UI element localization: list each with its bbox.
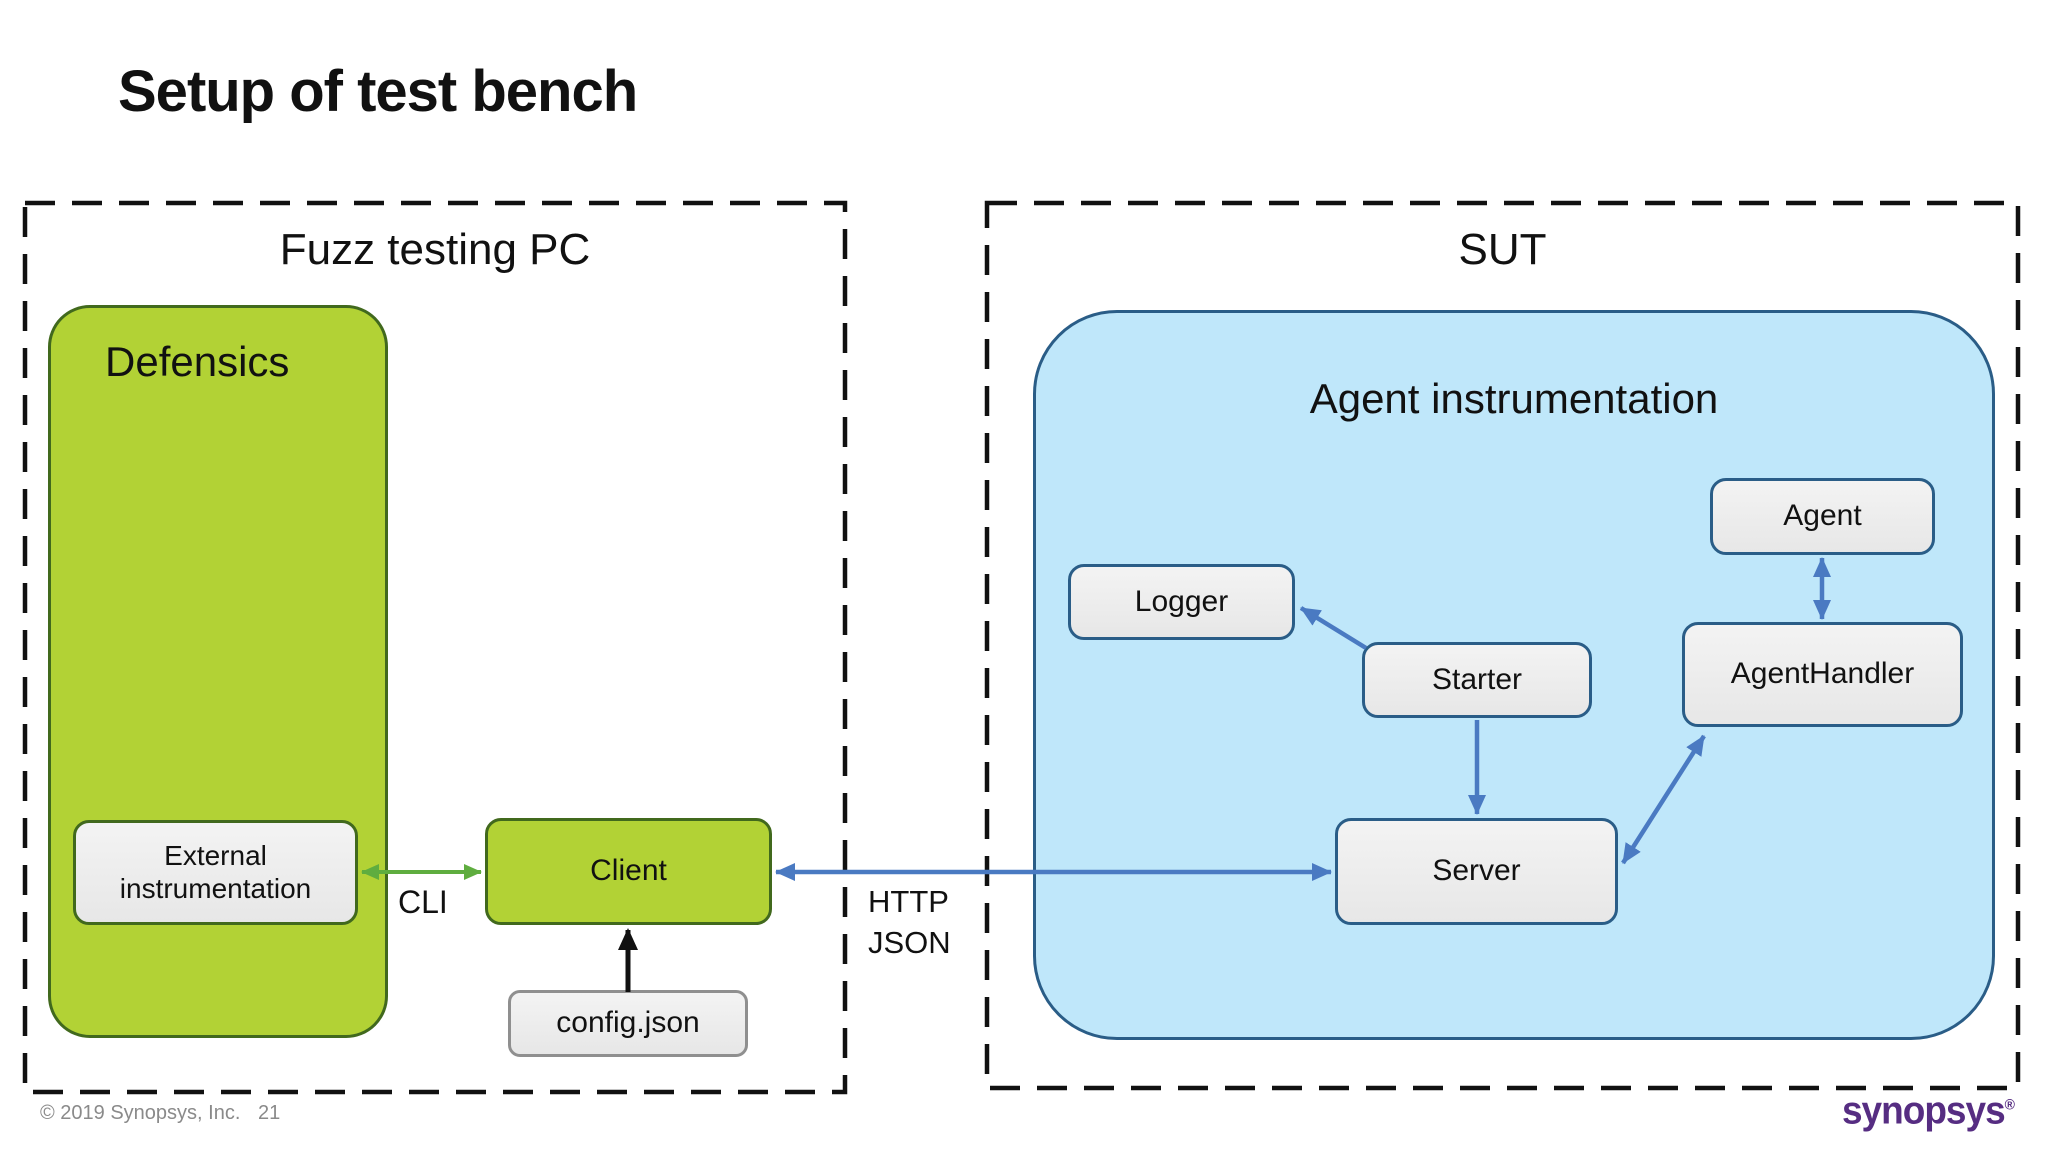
node-agent-handler: AgentHandler [1682, 622, 1963, 727]
synopsys-logo: synopsys® [1841, 1088, 2015, 1133]
footer-copyright: © 2019 Synopsys, Inc. [40, 1102, 241, 1124]
http-label: HTTP [868, 884, 949, 919]
cli-connection-label: CLI [398, 884, 448, 920]
footer-page-number: 21 [258, 1102, 281, 1124]
http-json-connection-label: HTTP JSON [868, 882, 951, 964]
starter-label: Starter [1431, 662, 1523, 696]
agent-label: Agent [1783, 499, 1862, 533]
fuzz-pc-label: Fuzz testing PC [279, 225, 591, 274]
node-config-json: config.json [508, 990, 748, 1057]
logger-label: Logger [1134, 584, 1229, 618]
agent-handler-label: AgentHandler [1730, 657, 1915, 691]
node-starter: Starter [1362, 642, 1592, 718]
server-label: Server [1432, 854, 1521, 888]
defensics-container: Defensics [48, 305, 388, 1038]
node-external-instrumentation: External instrumentation [73, 820, 358, 925]
node-client: Client [485, 818, 772, 925]
external-instrumentation-label: External instrumentation [120, 840, 311, 904]
page-title: Setup of test bench [118, 59, 638, 124]
json-label: JSON [868, 924, 951, 960]
agent-instrumentation-label: Agent instrumentation [1309, 375, 1719, 422]
external-line2: instrumentation [119, 872, 312, 904]
registered-mark: ® [2004, 1095, 2015, 1113]
node-agent: Agent [1710, 478, 1935, 555]
node-logger: Logger [1068, 564, 1295, 640]
external-line1: External [164, 840, 267, 872]
synopsys-logo-text: synopsys [1841, 1088, 2006, 1132]
defensics-label: Defensics [105, 338, 290, 385]
client-label: Client [590, 854, 667, 888]
config-json-label: config.json [556, 1006, 700, 1040]
node-server: Server [1335, 818, 1618, 925]
sut-label: SUT [1458, 225, 1547, 274]
